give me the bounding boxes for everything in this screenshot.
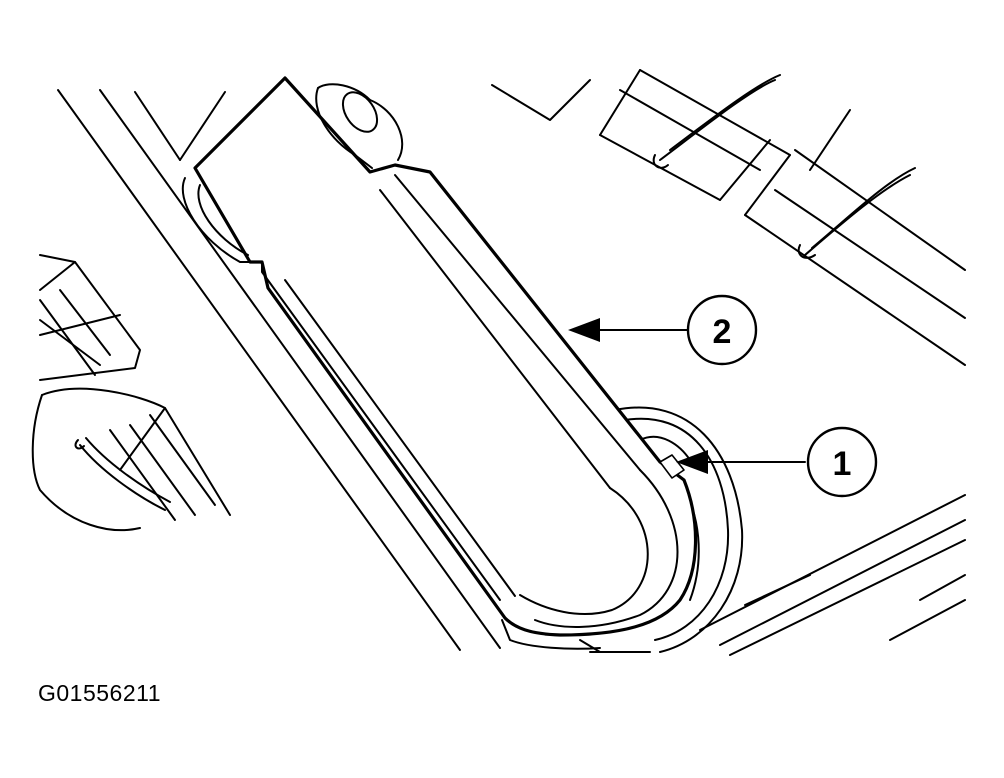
cowl-grille-left <box>31 254 231 532</box>
leader-arrow-2 <box>568 318 691 342</box>
callout-1: 1 <box>806 426 878 498</box>
cowl-panel-lines <box>57 89 501 651</box>
lower-ridges <box>579 494 966 656</box>
callout-1-number: 1 <box>833 445 852 483</box>
wiper-arm <box>181 76 698 650</box>
retaining-clip <box>659 454 685 479</box>
callout-2: 2 <box>686 294 758 366</box>
leader-arrow-1 <box>676 450 806 474</box>
figure-code: G01556211 <box>38 680 162 706</box>
callout-2-number: 2 <box>713 313 732 351</box>
cowl-grille-upper-right <box>491 69 966 366</box>
